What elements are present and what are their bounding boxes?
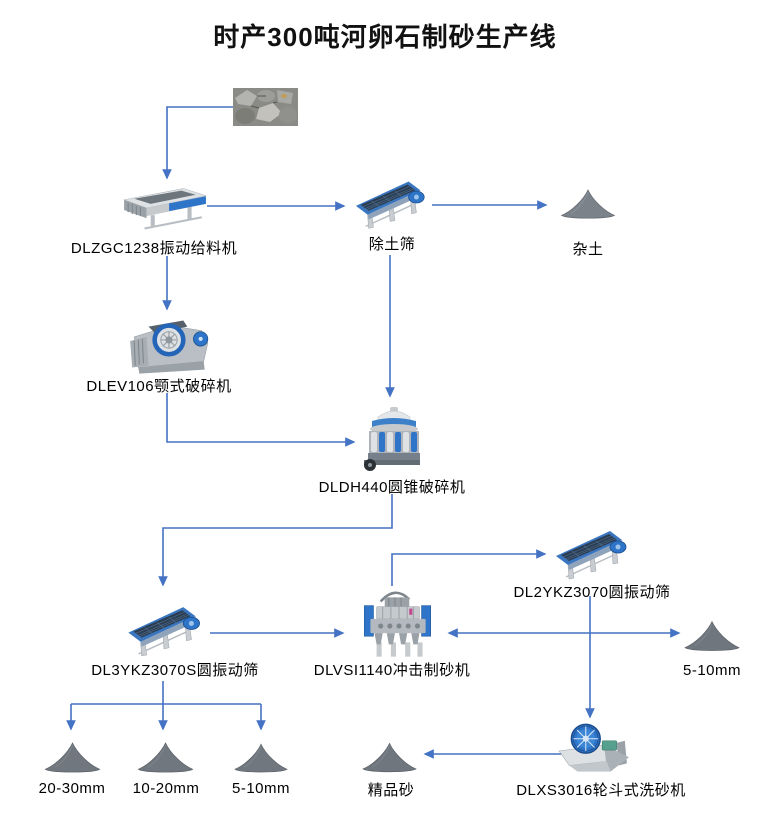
fine-sand-label: 精品砂: [367, 782, 415, 799]
fine-sand-pile-image: [362, 742, 417, 773]
edge-screen3-distributor: [71, 681, 261, 705]
soil-screen-image: [355, 181, 425, 229]
diagram-title: 时产300吨河卵石制砂生产线: [213, 22, 557, 52]
aggregate-5-10mm-right-label: 5-10mm: [682, 662, 742, 679]
jaw-crusher-image: [130, 320, 209, 374]
edge-raw-to-feeder: [162, 106, 233, 180]
jaw-crusher-label: DLEV106颚式破碎机: [86, 378, 232, 395]
sand-maker-label: DLVSI1140冲击制砂机: [313, 662, 471, 679]
vibrating-feeder-image: [123, 188, 207, 230]
impact-sand-maker-image: [364, 591, 431, 657]
river-pebbles-photo: [233, 88, 298, 126]
edge-cone-to-screen3: [158, 494, 393, 587]
circular-vibrating-screen-2yk-image: [556, 531, 627, 580]
aggregate-20-30mm-label: 20-30mm: [38, 780, 106, 797]
aggregate-10-20mm-label: 10-20mm: [132, 780, 200, 797]
cone-crusher-image: [364, 407, 420, 471]
aggregate-20-30mm-pile-image: [44, 742, 101, 773]
screen-2yk-label: DL2YKZ3070圆振动筛: [513, 584, 671, 601]
aggregate-5-10mm-pile-image: [234, 743, 288, 773]
feeder-label: DLZGC1238振动给料机: [70, 240, 238, 257]
aggregate-5-10mm-label: 5-10mm: [231, 780, 291, 797]
waste-soil-label: 杂土: [572, 241, 604, 258]
circular-vibrating-screen-3yk-image: [128, 607, 200, 657]
aggregate-5-10mm-right-pile-image: [684, 620, 740, 651]
aggregate-10-20mm-pile-image: [137, 742, 194, 773]
edge-jaw-to-cone: [166, 393, 356, 447]
wheel-sand-washer-image: [558, 723, 629, 772]
soil-screen-label: 除土筛: [368, 236, 416, 253]
screen-3yk-label: DL3YKZ3070S圆振动筛: [91, 662, 259, 679]
waste-soil-pile-image: [560, 189, 616, 219]
washer-label: DLXS3016轮斗式洗砂机: [516, 782, 686, 799]
cone-crusher-label: DLDH440圆锥破碎机: [318, 479, 466, 496]
